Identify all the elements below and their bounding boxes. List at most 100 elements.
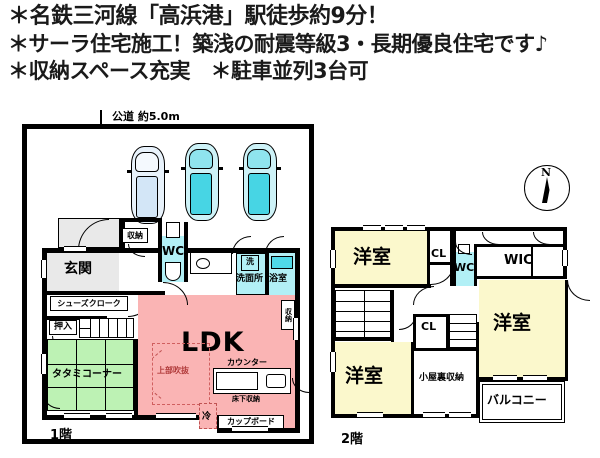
room-yoshitsu-sw-label: 洋室 xyxy=(345,365,384,387)
wall-wc-east xyxy=(184,222,188,282)
headline-1: ＊名鉄三河線「高浜港」駅徒歩約9分！ xyxy=(8,4,389,29)
headline-2: ＊サーラ住宅施工！築浅の耐震等級3・長期優良住宅です♪ xyxy=(8,32,548,56)
wall-cl-center-west xyxy=(413,314,416,348)
east-room-door-swing xyxy=(567,280,590,301)
fridge-space xyxy=(199,403,217,429)
wall-cl-center-north xyxy=(413,314,449,317)
bathtub xyxy=(271,256,293,269)
wall-wc-2f-east xyxy=(474,244,477,286)
cupboard-label: カップボード xyxy=(218,415,284,429)
stove-top xyxy=(266,374,286,388)
stairs-1f xyxy=(79,318,134,338)
room-koyaura-label: 小屋裏収納 xyxy=(419,373,465,383)
room-koyaura-fill xyxy=(417,348,477,414)
room-yoshitsu-nw-label: 洋室 xyxy=(353,246,392,268)
room-wc-2f-label: WC xyxy=(454,261,475,274)
window-1f-w1 xyxy=(41,260,47,278)
wall-entry-north xyxy=(120,218,162,222)
void-above-label: 上部吹抜 xyxy=(157,366,189,375)
wall-stairs-2f-south xyxy=(335,338,393,341)
counter-label: カウンター xyxy=(227,358,267,367)
wall-tatami-east xyxy=(134,339,138,415)
window-2f-s2 xyxy=(423,412,445,418)
window-1f-e1 xyxy=(293,318,299,340)
window-1f-s3 xyxy=(156,413,196,419)
void-above xyxy=(152,343,210,405)
wall-koyaura-north xyxy=(414,348,479,351)
tatami-grid xyxy=(47,339,134,411)
attic-ladder xyxy=(449,314,477,348)
window-1f-s2 xyxy=(106,413,132,419)
fridge-label: 冷 xyxy=(202,412,212,422)
window-2f-s1 xyxy=(357,412,383,418)
room-yoshitsu-e-label: 洋室 xyxy=(493,312,532,334)
room-genkan-label: 玄関 xyxy=(64,261,92,277)
car-2 xyxy=(181,143,223,221)
nw-room-door-swing xyxy=(413,286,434,305)
room-cl-center-label: CL xyxy=(421,320,437,333)
window-2f-balcony-door2 xyxy=(523,375,547,381)
wall-wc-2f-west xyxy=(453,230,456,286)
room-yoshitsu-nw-fill xyxy=(333,230,427,286)
wall-2f-west xyxy=(331,284,335,418)
wall-2f-north xyxy=(331,227,567,231)
wall-2f-south xyxy=(331,414,479,418)
car-3 xyxy=(239,143,281,221)
room-genkan-fill xyxy=(47,253,119,291)
room-oshiire-label: 押入 xyxy=(49,320,77,335)
window-2f-s3 xyxy=(449,412,471,418)
wall-koyaura-east xyxy=(476,322,479,418)
compass-north-label: N xyxy=(541,166,552,179)
room-shoes-cloak-label: シューズクローク xyxy=(50,296,128,311)
wall-wic-divider xyxy=(531,247,533,276)
wall-cl-north-east xyxy=(450,230,453,286)
room-senmenjo-label: 洗面所 xyxy=(236,274,264,284)
room-yoshitsu-sw-fill xyxy=(335,342,411,414)
wall-cl-center-east xyxy=(446,314,449,348)
window-2f-n3 xyxy=(407,225,425,231)
wall-1f-west xyxy=(42,248,47,420)
room-wic-label: WIC xyxy=(504,253,533,268)
window-2f-w1 xyxy=(330,250,336,268)
room-wc-label: WC xyxy=(162,244,185,258)
room-tatami-label: タタミコーナー xyxy=(52,369,122,380)
balcony-rail xyxy=(482,384,562,420)
yukashita-label: 床下収納 xyxy=(232,395,260,403)
wall-1f-east xyxy=(295,248,300,433)
wall-1f-south-a xyxy=(42,415,222,420)
headline-3: ＊収納スペース充実 ＊駐車並列3台可 xyxy=(8,59,369,83)
window-2f-n2 xyxy=(385,225,403,231)
room-yoshitsu-e-fill xyxy=(479,280,565,378)
wc-bowl xyxy=(165,262,181,281)
wall-wic-north xyxy=(477,244,565,247)
floor2-frame: 洋室 CL WC WIC xyxy=(327,222,590,447)
road-label: 公道 約5.0m xyxy=(112,110,180,123)
floor2-caption: 2階 xyxy=(341,432,364,447)
washer-box xyxy=(241,255,259,271)
window-2f-n1 xyxy=(363,225,381,231)
wall-2f-east xyxy=(565,280,568,380)
counter-inner xyxy=(216,372,258,390)
room-tatami-fill xyxy=(47,339,134,411)
room-wc-2f-fill xyxy=(456,252,474,286)
wall-cl-north-west xyxy=(427,230,430,286)
washer-label: 洗 xyxy=(246,257,254,266)
wall-shoescloak-north xyxy=(47,291,165,295)
room-storage-entry-label: 収納 xyxy=(122,228,148,243)
window-1f-n1 xyxy=(64,246,86,252)
window-1f-s4 xyxy=(232,426,268,432)
wall-sw-east xyxy=(411,342,414,418)
wall-bath-west xyxy=(266,253,269,295)
stairs-2f-upper xyxy=(335,290,391,338)
car-1 xyxy=(127,146,169,224)
wall-oshiire-north xyxy=(47,316,107,320)
kitchen-sink-basin xyxy=(196,258,210,269)
room-wic-fill xyxy=(479,244,563,276)
compass-north-icon: N xyxy=(524,165,570,211)
window-2f-w2 xyxy=(330,352,336,372)
wall-wc-west xyxy=(158,218,162,282)
room-bath-label: 浴室 xyxy=(269,274,288,284)
wall-2f-mid-a xyxy=(331,284,431,288)
room-storage-ldk-label: 収納 xyxy=(281,300,295,330)
